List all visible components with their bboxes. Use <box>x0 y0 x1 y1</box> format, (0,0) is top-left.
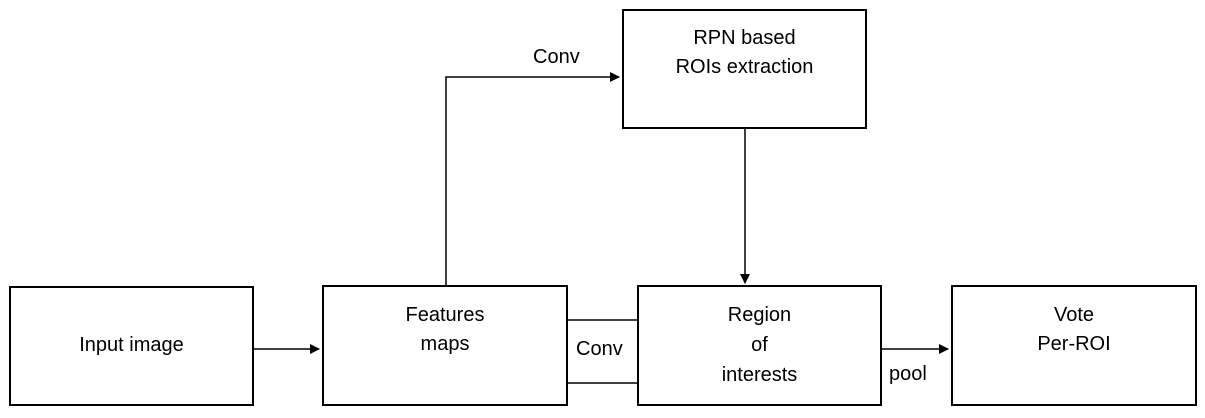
vote-label-line-1: Vote <box>1053 304 1095 326</box>
conv-label-middle: Conv <box>576 338 623 360</box>
region-label-line-3: interests <box>721 364 798 386</box>
region-of-interests-box: Region of interests <box>637 285 882 406</box>
conv-label-top: Conv <box>533 46 580 68</box>
input-image-box: Input image <box>9 286 254 406</box>
arrow-features-to-rpn <box>445 72 620 286</box>
rpn-box: RPN based ROIs extraction <box>622 9 867 129</box>
region-label-line-2: of <box>751 334 768 356</box>
features-maps-box: Features maps <box>322 285 568 406</box>
pool-label: pool <box>889 363 927 385</box>
vote-per-roi-box: Vote Per-ROI <box>951 285 1197 406</box>
rpn-label-line-1: RPN based <box>693 27 796 49</box>
features-maps-label-line-2: maps <box>420 333 470 355</box>
features-maps-label-line-1: Features <box>405 304 485 326</box>
input-image-label: Input image <box>79 334 184 356</box>
region-label-line-1: Region <box>727 304 792 326</box>
vote-label-line-2: Per-ROI <box>1037 333 1111 355</box>
rpn-label-line-2: ROIs extraction <box>675 56 814 78</box>
